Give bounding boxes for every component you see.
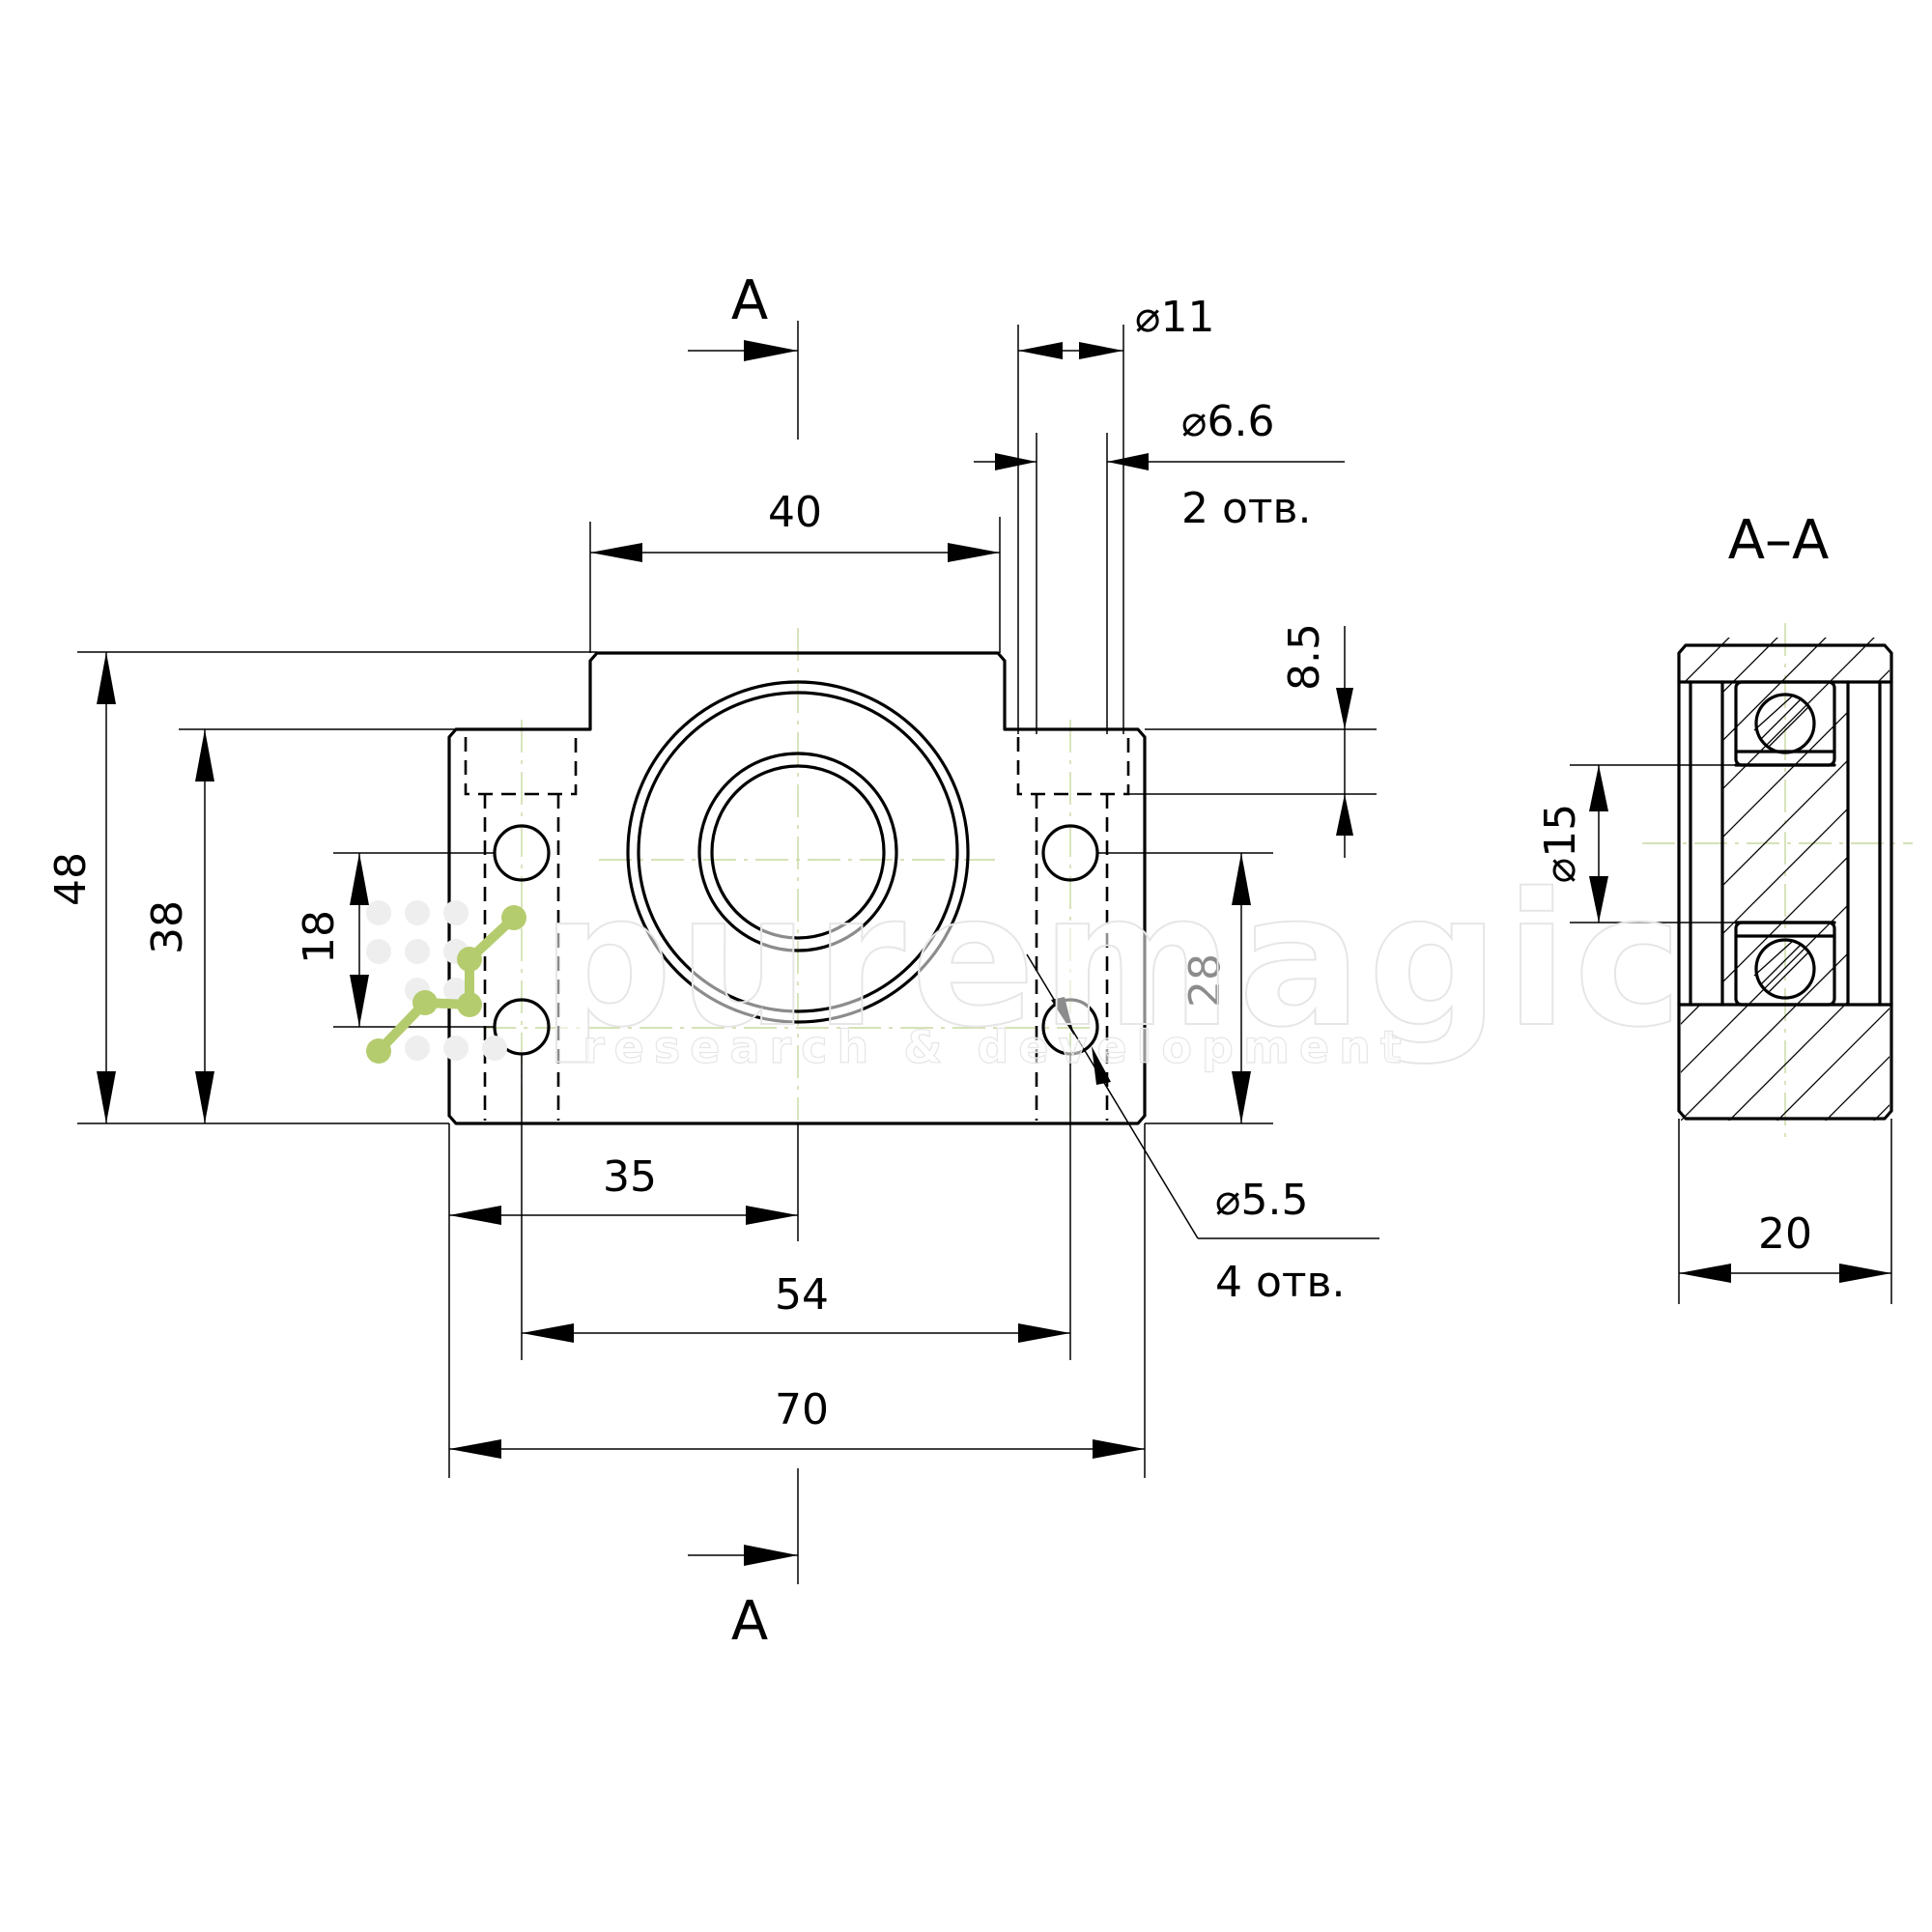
dim-mount-hole-spacing: 54 <box>775 1270 829 1320</box>
section-outline <box>1677 643 1893 1121</box>
section-view-title: A–A <box>1728 509 1830 572</box>
dim-upper-hole-spacing: 18 <box>295 910 344 964</box>
watermark-brand: puremagic <box>541 854 1689 1067</box>
front-view <box>447 651 1147 1125</box>
dim-bearing-bore-dia: ⌀15 <box>1536 804 1585 883</box>
bearing-seal-ring <box>637 691 959 1013</box>
dimension-lines <box>77 321 1892 1584</box>
dim-center-offset: 35 <box>603 1152 657 1202</box>
dim-small-hole-count: 4 отв. <box>1215 1258 1345 1307</box>
dim-shoulder-height: 8.5 <box>1280 623 1329 691</box>
bearing-inner-ring <box>697 752 898 952</box>
mount-hole-lower-right <box>1041 998 1099 1056</box>
bearing-ball-upper <box>1754 693 1816 754</box>
dim-through-hole-dia: ⌀6.6 <box>1181 397 1274 446</box>
hidden-lines <box>464 737 1130 1121</box>
dim-lower-hole-spacing: 28 <box>1180 953 1230 1008</box>
dim-overall-height: 48 <box>46 852 96 906</box>
dim-through-hole-count: 2 отв. <box>1181 484 1311 533</box>
bearing-bore <box>710 764 886 940</box>
bearing-ball-lower <box>1754 938 1816 1000</box>
section-mark-top: A <box>731 270 768 332</box>
dim-body-height: 38 <box>143 900 192 954</box>
section-mark-bottom: A <box>731 1590 768 1653</box>
watermark: puremagic research & development <box>366 853 1689 1074</box>
dim-counterbore-dia: ⌀11 <box>1135 293 1214 342</box>
housing-outline <box>447 651 1147 1125</box>
dim-section-depth: 20 <box>1758 1209 1812 1259</box>
section-hatching <box>1681 638 1889 1121</box>
labels: A A A–A 40 ⌀11 ⌀6.6 2 отв. 8.5 48 38 18 … <box>46 270 1829 1653</box>
dim-small-hole-dia: ⌀5.5 <box>1215 1176 1308 1225</box>
bearing-outer-ring <box>626 680 970 1024</box>
dim-overall-width: 70 <box>775 1385 829 1435</box>
section-view <box>1677 638 1893 1121</box>
watermark-logo-icon <box>366 900 526 1064</box>
watermark-tagline: research & development <box>582 1021 1411 1073</box>
dim-boss-width: 40 <box>768 488 822 537</box>
